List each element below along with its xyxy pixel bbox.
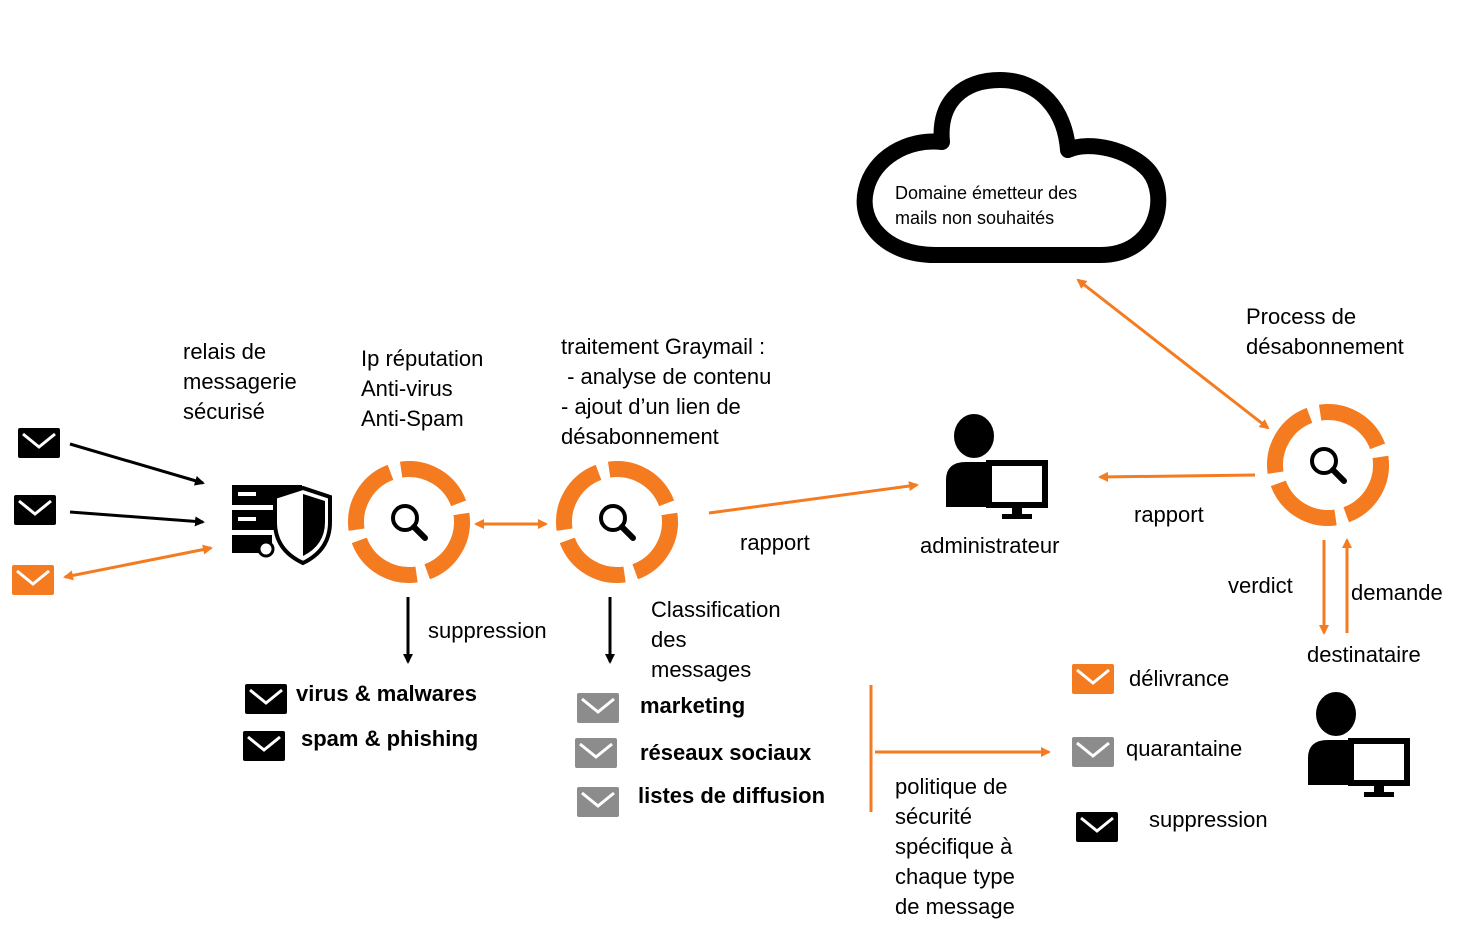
administrator-icon bbox=[946, 414, 1048, 519]
category-social-label: réseaux sociaux bbox=[640, 740, 812, 765]
verdict-label: verdict bbox=[1228, 573, 1293, 598]
destinataire-label: destinataire bbox=[1307, 642, 1421, 667]
outcome-quarantine-label: quarantaine bbox=[1126, 736, 1243, 761]
rapport-right-label: rapport bbox=[1134, 502, 1204, 527]
graymail-label-line4: désabonnement bbox=[561, 424, 719, 449]
cloud-icon bbox=[856, 72, 1167, 263]
blocked-spam-label: spam & phishing bbox=[301, 726, 479, 751]
arrow-rapport-graymail-admin bbox=[708, 481, 919, 515]
relay-label-line2: messagerie bbox=[183, 369, 297, 394]
cloud-label-line1: Domaine émetteur des bbox=[895, 183, 1078, 203]
spam-mail-icon bbox=[241, 729, 287, 763]
classification-label-line1: Classification bbox=[651, 597, 781, 622]
rapport-left-label: rapport bbox=[740, 530, 810, 555]
server-shield-icon bbox=[232, 485, 332, 566]
policy-label-line3: spécifique à bbox=[895, 834, 1013, 859]
unsubscribe-label-line1: Process de bbox=[1246, 304, 1357, 329]
incoming-mail-3-icon bbox=[10, 563, 56, 597]
classification-label-line2: des bbox=[651, 627, 687, 652]
arrow-mail3-relay bbox=[63, 544, 213, 581]
cloud-label-line2: mails non souhaités bbox=[895, 208, 1055, 228]
incoming-mail-1-icon bbox=[16, 426, 62, 460]
social-mail-icon bbox=[573, 736, 619, 770]
mailing-list-mail-icon bbox=[575, 785, 621, 819]
policy-label-line4: chaque type bbox=[895, 864, 1015, 889]
category-marketing-label: marketing bbox=[640, 693, 746, 718]
filters-label-line1: Ip réputation bbox=[361, 346, 484, 371]
arrow-cloud-unsubscribe bbox=[1076, 278, 1270, 430]
graymail-label-line2: - analyse de contenu bbox=[561, 364, 772, 389]
unsubscribe-label-line2: désabonnement bbox=[1246, 334, 1404, 359]
outcome-delivery-label: délivrance bbox=[1129, 666, 1230, 691]
unsubscribe-process-icon bbox=[1268, 405, 1388, 525]
administrateur-label: administrateur bbox=[920, 533, 1060, 558]
arrow-mail2-relay bbox=[69, 510, 205, 527]
outcome-deletion-label: suppression bbox=[1149, 807, 1268, 832]
quarantine-mail-icon bbox=[1070, 735, 1116, 769]
arrow-rapport-unsub-admin bbox=[1098, 471, 1256, 482]
relay-label-line3: sécurisé bbox=[183, 399, 265, 424]
arrow-mail1-relay bbox=[69, 442, 205, 486]
filters-label-line2: Anti-virus bbox=[361, 376, 453, 401]
demande-label: demande bbox=[1351, 580, 1443, 605]
delivery-mail-icon bbox=[1070, 662, 1116, 696]
policy-label-line5: de message bbox=[895, 894, 1015, 919]
relay-label-line1: relais de bbox=[183, 339, 267, 364]
deletion-mail-icon bbox=[1074, 810, 1120, 844]
policy-label-line2: sécurité bbox=[895, 804, 973, 829]
filters-label-line3: Anti-Spam bbox=[361, 406, 464, 431]
policy-label-line1: politique de bbox=[895, 774, 1008, 799]
virus-mail-icon bbox=[243, 682, 289, 716]
incoming-mail-2-icon bbox=[12, 493, 58, 527]
suppression-top-label: suppression bbox=[428, 618, 547, 643]
recipient-icon bbox=[1308, 692, 1410, 797]
graymail-label-line3: - ajout d’un lien de bbox=[561, 394, 741, 419]
reputation-filter-process-icon bbox=[349, 462, 469, 582]
graymail-process-icon bbox=[557, 462, 677, 582]
blocked-virus-label: virus & malwares bbox=[296, 681, 477, 706]
marketing-mail-icon bbox=[575, 691, 621, 725]
classification-label-line3: messages bbox=[651, 657, 752, 682]
graymail-label-line1: traitement Graymail : bbox=[561, 334, 766, 359]
category-lists-label: listes de diffusion bbox=[638, 783, 826, 808]
